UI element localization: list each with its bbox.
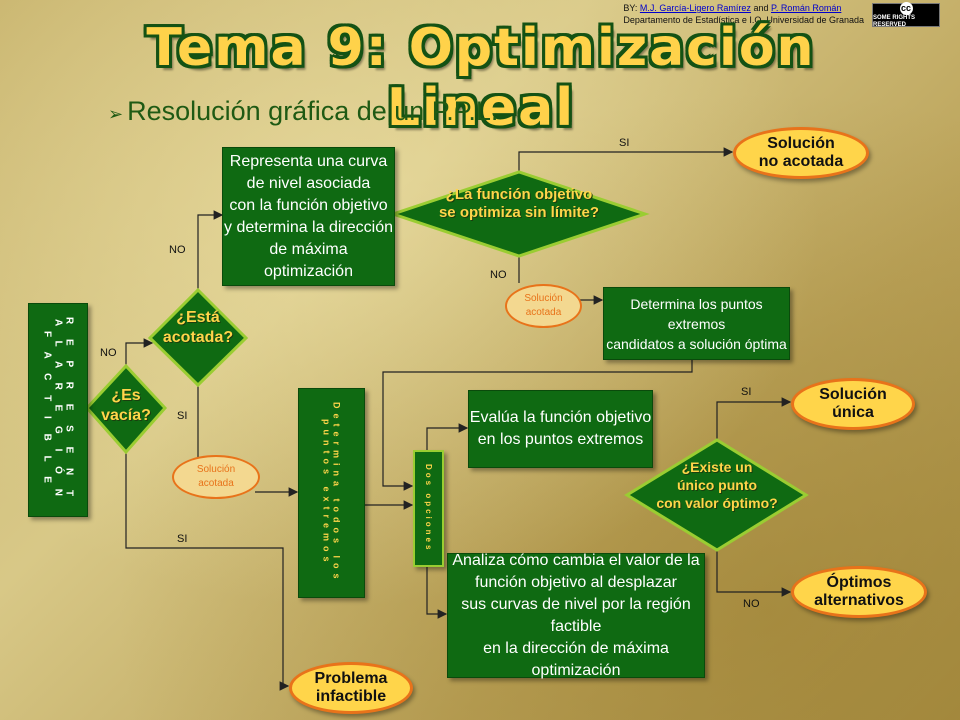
label-no-sin-limite: NO <box>490 269 507 281</box>
cc-badge-text: SOME RIGHTS RESERVED <box>873 14 916 28</box>
box-curva-nivel: Representa una curva de nivel asociada c… <box>222 147 395 286</box>
box-evalua: Evalúa la función objetivo en los puntos… <box>468 390 653 468</box>
oval-solucion-acotada-2: Solución acotada <box>505 284 582 328</box>
oval-problema-infactible: Problema infactible <box>289 662 413 714</box>
subtitle: ➢Resolución gráfica de un P.P.L. <box>108 96 498 127</box>
box-puntos-extremos: Determina los puntos extremos candidatos… <box>603 287 790 360</box>
credit-and: and <box>753 3 769 13</box>
oval-solucion-no-acotada: Solución no acotada <box>733 127 869 179</box>
subtitle-text: Resolución gráfica de un P.P.L. <box>127 96 499 126</box>
funcion-sin-limite-text: ¿La función objetivo se optimiza sin lím… <box>438 186 600 221</box>
problema-infactible-text: Problema infactible <box>314 670 388 705</box>
page-title: Tema 9: Optimización Lineal <box>146 18 816 138</box>
label-no-vacia: NO <box>100 347 117 359</box>
author-link-2[interactable]: P. Román Román <box>770 3 842 13</box>
diamond-funcion-sin-limite <box>388 170 650 258</box>
credit-by: BY: <box>623 3 638 13</box>
label-si-sin-limite: SI <box>619 137 630 149</box>
analiza-text: Analiza cómo cambia el valor de la funci… <box>452 551 700 679</box>
label-si-unico: SI <box>741 386 752 398</box>
esta-acotada-text: ¿Está acotada? <box>162 309 234 346</box>
author-link-1[interactable]: M.J. García-Ligero Ramírez <box>639 3 751 13</box>
solucion-acotada-2-text: Solución acotada <box>524 293 563 318</box>
label-no-acotada: NO <box>169 244 186 256</box>
diamond-esta-acotada <box>147 287 249 388</box>
diamond-unico-punto <box>624 438 809 552</box>
box-representa-region: R E P R E S E N T A L A R E G I Ó N F A … <box>28 303 88 517</box>
credit-department: Departamento de Estadística e I.O. Unive… <box>623 15 864 25</box>
evalua-text: Evalúa la función objetivo en los puntos… <box>469 409 652 448</box>
curva-nivel-text: Representa una curva de nivel asociada c… <box>224 152 393 280</box>
determina-todos-text: Determina todos los puntos extremos <box>321 402 342 584</box>
box-analiza: Analiza cómo cambia el valor de la funci… <box>447 552 705 679</box>
cc-license-badge[interactable]: cc SOME RIGHTS RESERVED <box>872 1 940 28</box>
oval-solucion-unica: Solución única <box>791 378 915 430</box>
diamond-es-vacia <box>84 363 168 455</box>
oval-optimos-alternativos: Óptimos alternativos <box>791 566 927 618</box>
es-vacia-text: ¿Es vacía? <box>101 387 151 424</box>
box-dos-opciones: Dos opciones <box>413 450 444 567</box>
unico-punto-text: ¿Existe un único punto con valor óptimo? <box>656 459 778 511</box>
label-no-unico: NO <box>743 598 760 610</box>
representa-region-text: R E P R E S E N T A L A R E G I Ó N F A … <box>41 317 75 503</box>
label-si-vacia: SI <box>177 533 188 545</box>
oval-solucion-acotada-1: Solución acotada <box>172 455 260 499</box>
label-si-acotada: SI <box>177 410 188 422</box>
credit-text: BY: M.J. García-Ligero Ramírez and P. Ro… <box>623 2 864 26</box>
puntos-extremos-text: Determina los puntos extremos candidatos… <box>606 295 787 352</box>
solucion-no-acotada-text: Solución no acotada <box>758 135 844 170</box>
optimos-alternativos-text: Óptimos alternativos <box>814 574 904 609</box>
cc-icon: cc <box>899 1 913 15</box>
solucion-acotada-1-text: Solución acotada <box>196 464 236 489</box>
box-determina-todos: Determina todos los puntos extremos <box>298 388 365 598</box>
solucion-unica-text: Solución única <box>819 386 887 421</box>
dos-opciones-text: Dos opciones <box>424 464 433 553</box>
arrow-bullet-icon: ➢ <box>108 104 124 124</box>
